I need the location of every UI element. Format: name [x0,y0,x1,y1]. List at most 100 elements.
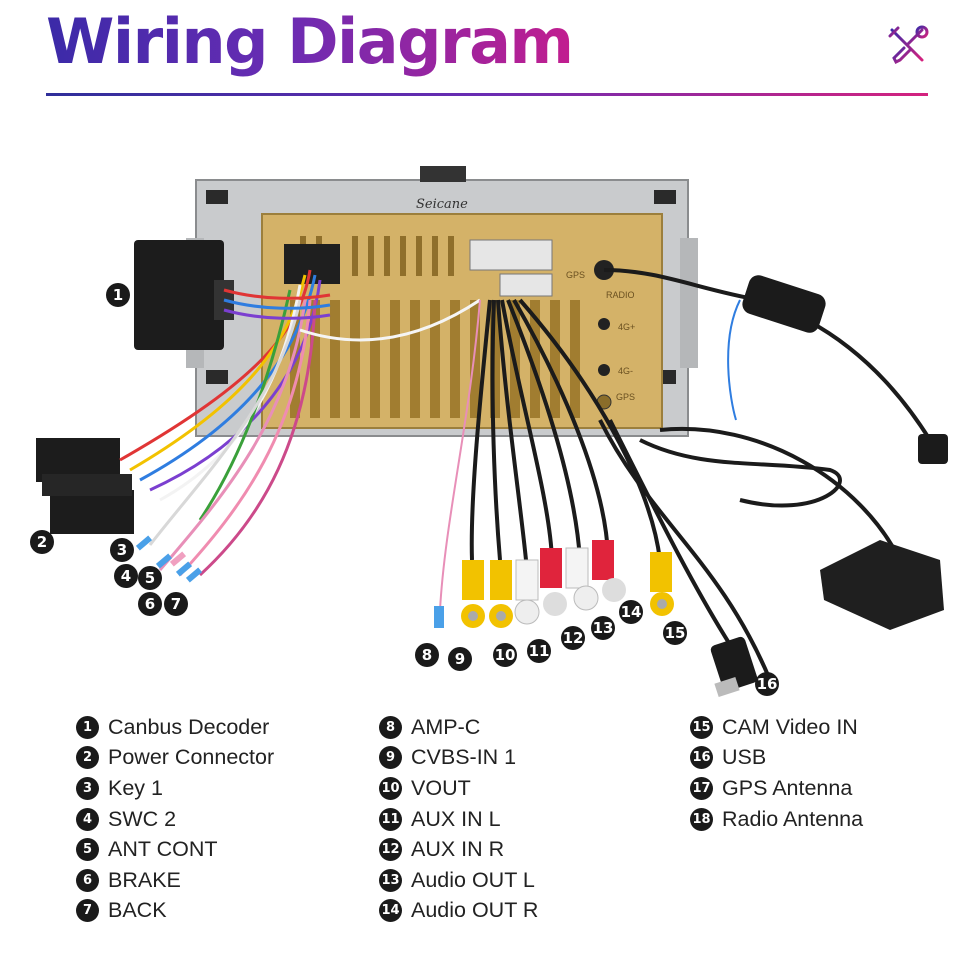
legend-label: CVBS-IN 1 [411,745,517,770]
legend-label: Radio Antenna [722,806,864,831]
legend-label: Audio OUT R [411,898,539,923]
legend-item: 15 CAM Video IN [690,712,863,743]
legend-num: 14 [379,899,402,923]
head-unit: Seicane GPS RADIO 4G+ 4G- GPS [186,166,698,437]
svg-text:8: 8 [422,646,432,664]
legend-label: VOUT [411,775,471,800]
harness-wires [119,269,481,577]
callout-10: 10 [493,643,517,667]
wire-tips [135,535,203,583]
legend-num: 15 [690,715,713,739]
gps-port-label: GPS [566,270,585,280]
svg-text:2: 2 [37,533,47,551]
title-underline [46,93,928,96]
legend-num: 13 [379,868,402,892]
callout-14: 14 [619,600,643,624]
rca-cables [439,298,662,611]
radio-port-label: RADIO [606,290,635,300]
legend-num: 6 [76,868,99,892]
legend-label: CAM Video IN [722,714,858,739]
usb-tip [714,676,740,698]
legend-item: 11 AUX IN L [379,804,538,835]
callout-5: 5 [138,566,162,590]
callout-15: 15 [663,621,687,645]
brand-mark: Seicane [416,197,468,212]
legend-label: BACK [108,898,167,923]
legend-label: ANT CONT [108,837,218,862]
legend-item: 14 Audio OUT R [379,896,538,927]
legend-num: 5 [76,838,99,862]
callout-12: 12 [561,626,585,650]
4g-plus-port-label: 4G+ [618,322,635,332]
svg-text:11: 11 [529,642,550,660]
svg-text:10: 10 [495,646,516,664]
gps-antenna-puck [820,540,944,630]
callout-7: 7 [164,592,188,616]
legend-item: 17 GPS Antenna [690,773,863,804]
svg-text:4: 4 [121,567,131,585]
callout-4: 4 [114,564,138,588]
legend-num: 1 [76,715,99,739]
legend-label: AMP-C [411,714,481,739]
legend-column-3: 15 CAM Video IN 16 USB 17 GPS Antenna 18 Rad… [690,712,863,834]
legend-num: 17 [690,776,713,800]
svg-text:3: 3 [117,541,127,559]
svg-text:15: 15 [665,624,686,642]
legend-item: 4 SWC 2 [76,804,274,835]
legend-label: USB [722,745,767,770]
antenna-adapter [742,275,826,333]
svg-text:1: 1 [113,286,123,304]
callout-16: 16 [755,672,779,696]
legend-label: SWC 2 [108,806,177,831]
legend-item: 2 Power Connector [76,743,274,774]
legend-label: GPS Antenna [722,775,853,800]
legend-label: AUX IN R [411,837,505,862]
legend-num: 10 [379,776,402,800]
svg-text:12: 12 [563,629,584,647]
legend-item: 1 Canbus Decoder [76,712,274,743]
legend-num: 12 [379,838,402,862]
legend-item: 8 AMP-C [379,712,538,743]
legend-label: Power Connector [108,745,275,770]
legend-item: 10 VOUT [379,773,538,804]
tools-icon [888,25,929,65]
legend-label: Canbus Decoder [108,714,270,739]
legend-num: 2 [76,746,99,770]
legend-label: BRAKE [108,867,181,892]
legend-column-2: 8 AMP-C 9 CVBS-IN 1 10 VOUT 11 AUX IN L 12 AU… [379,712,538,926]
svg-text:6: 6 [145,595,155,613]
svg-text:9: 9 [455,650,465,668]
legend-num: 8 [379,715,402,739]
legend-num: 18 [690,807,713,831]
legend-item: 7 BACK [76,896,274,927]
callout-6: 6 [138,592,162,616]
4g-minus-port-label: 4G- [618,366,633,376]
legend-num: 7 [76,899,99,923]
callout-3: 3 [110,538,134,562]
radio-antenna-plug [918,434,948,464]
legend-num: 11 [379,807,402,831]
legend-label: Audio OUT L [411,867,535,892]
rca-plugs [434,540,674,628]
callout-9: 9 [448,647,472,671]
svg-text:16: 16 [757,675,778,693]
svg-text:7: 7 [171,595,181,613]
canbus-decoder-box [134,240,234,350]
callout-2: 2 [30,530,54,554]
legend-item: 13 Audio OUT L [379,865,538,896]
callout-8: 8 [415,643,439,667]
callout-1: 1 [106,283,130,307]
legend-num: 4 [76,807,99,831]
legend-item: 12 AUX IN R [379,834,538,865]
svg-text:5: 5 [145,569,155,587]
legend-num: 16 [690,746,713,770]
legend-num: 9 [379,746,402,770]
usb-plug [710,636,758,692]
gps-port-label-2: GPS [616,392,635,402]
wiring-diagram: Seicane GPS RADIO 4G+ 4G- GPS [30,166,948,698]
callout-11: 11 [527,639,551,663]
svg-text:14: 14 [621,603,642,621]
legend-label: AUX IN L [411,806,501,831]
